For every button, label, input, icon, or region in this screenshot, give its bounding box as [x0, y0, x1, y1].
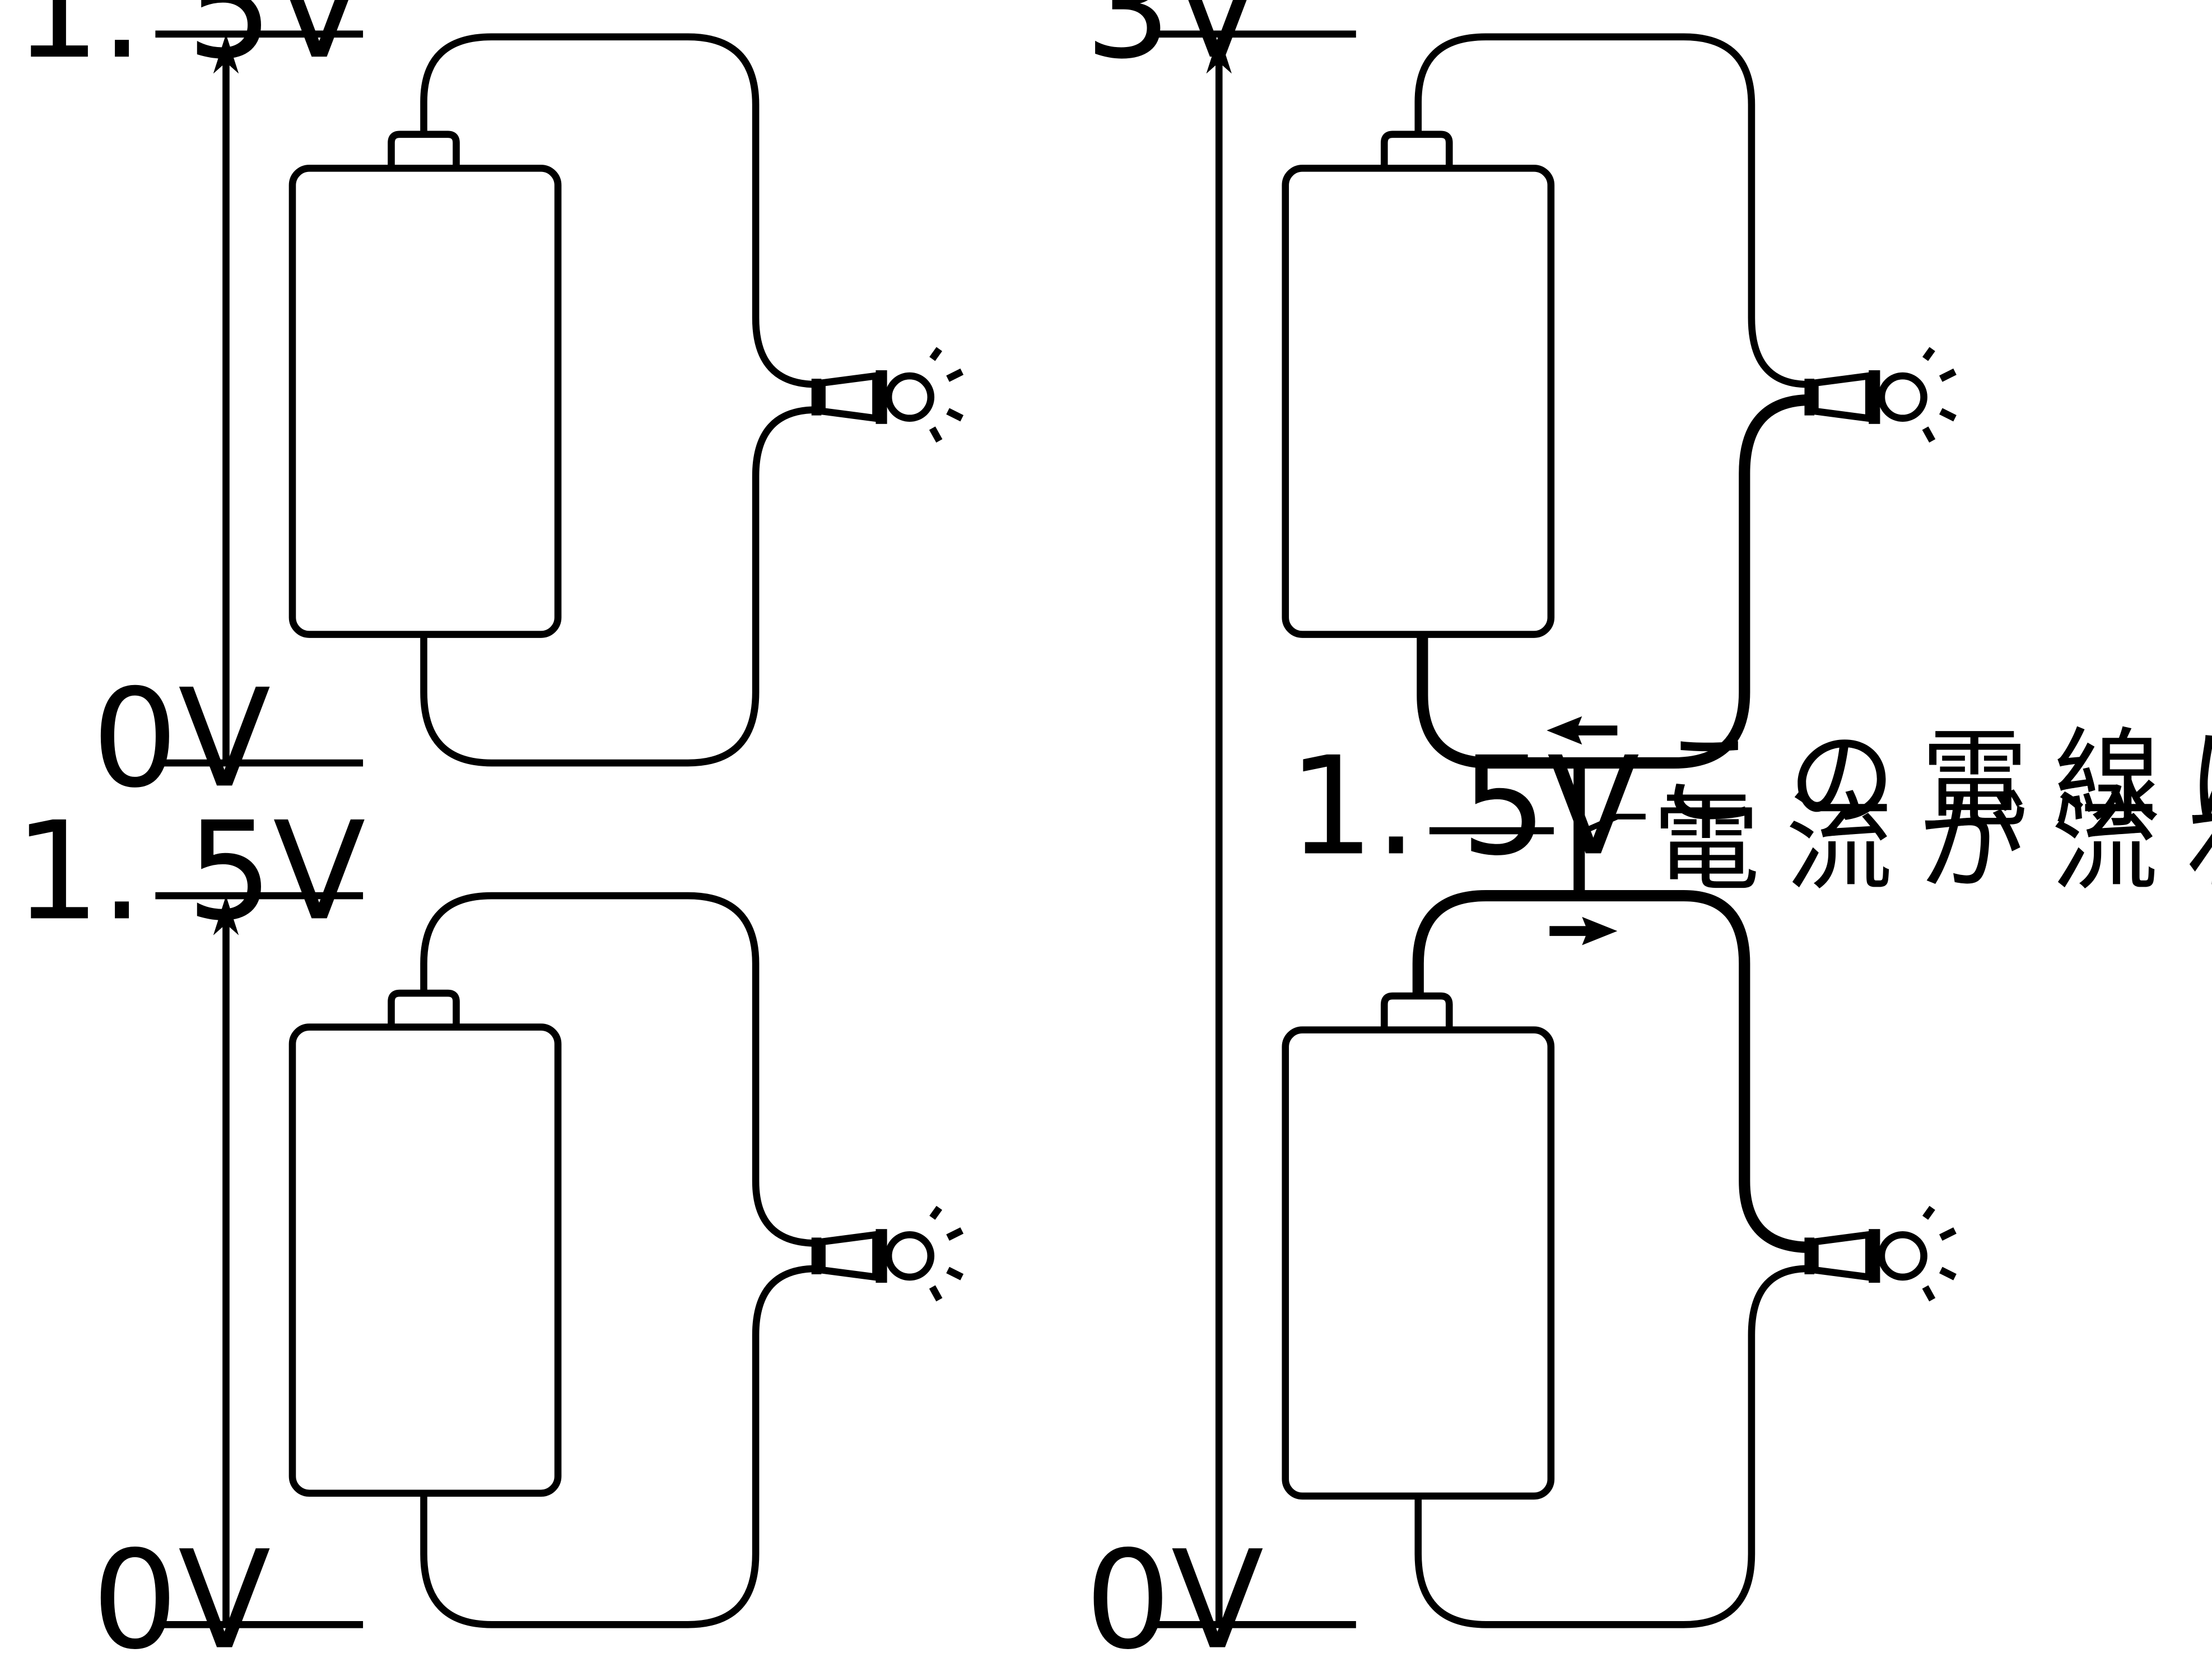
- wire-top-left: [420, 33, 817, 388]
- light-bulb-icon: [817, 1208, 962, 1300]
- wire-lower-outer: [1414, 1265, 1808, 1628]
- voltage-scale-bottom-left: [155, 892, 364, 1628]
- voltage-scale-top-left: [155, 30, 364, 767]
- voltage-label-bottom: 0V: [1085, 1522, 1264, 1653]
- voltage-arrow-icon: [1206, 34, 1232, 74]
- note-line-1: この電線には、: [1655, 718, 2212, 842]
- voltage-scale-right: [1147, 30, 1356, 1628]
- voltage-label-top: 1. 5V: [14, 793, 366, 951]
- voltage-arrow-icon: [213, 896, 239, 935]
- wire-upper-bold: [1417, 394, 1811, 769]
- current-arrow-icon: [1547, 716, 1618, 745]
- wire-top-left: [420, 892, 817, 1247]
- wire-bottom-left: [420, 1265, 817, 1628]
- wire-upper-outer: [1414, 33, 1808, 388]
- voltage-label-top: 1. 5V: [14, 0, 366, 89]
- voltage-label-bottom: 0V: [92, 1522, 271, 1653]
- voltage-arrow-icon: [213, 34, 239, 74]
- light-bulb-icon: [1809, 349, 1955, 441]
- circuit-bottom-left: 1. 5V 0V: [14, 793, 962, 1653]
- wire-lower-bold: [1412, 890, 1811, 1254]
- light-bulb-icon: [1809, 1208, 1955, 1300]
- light-bulb-icon: [817, 349, 962, 441]
- battery-icon: [292, 993, 558, 1493]
- wire-bottom-left: [420, 406, 817, 767]
- battery-icon: [1286, 134, 1551, 635]
- voltage-label-top: 3V: [1085, 0, 1264, 89]
- note-line-2: 電流が流れていない。: [1652, 781, 2212, 906]
- circuit-top-left: 1. 5V 0V: [14, 0, 962, 818]
- current-arrow-icon: [1549, 916, 1618, 946]
- battery-icon: [1286, 996, 1551, 1496]
- voltage-label-mid: 1. 5V: [1288, 728, 1640, 886]
- battery-icon: [292, 134, 558, 635]
- circuit-right: 3V 0V 1. 5V この電線には、 電流が流れていない。: [1085, 0, 2212, 1653]
- voltage-label-bottom: 0V: [92, 660, 271, 818]
- note-leader: [1584, 813, 1646, 834]
